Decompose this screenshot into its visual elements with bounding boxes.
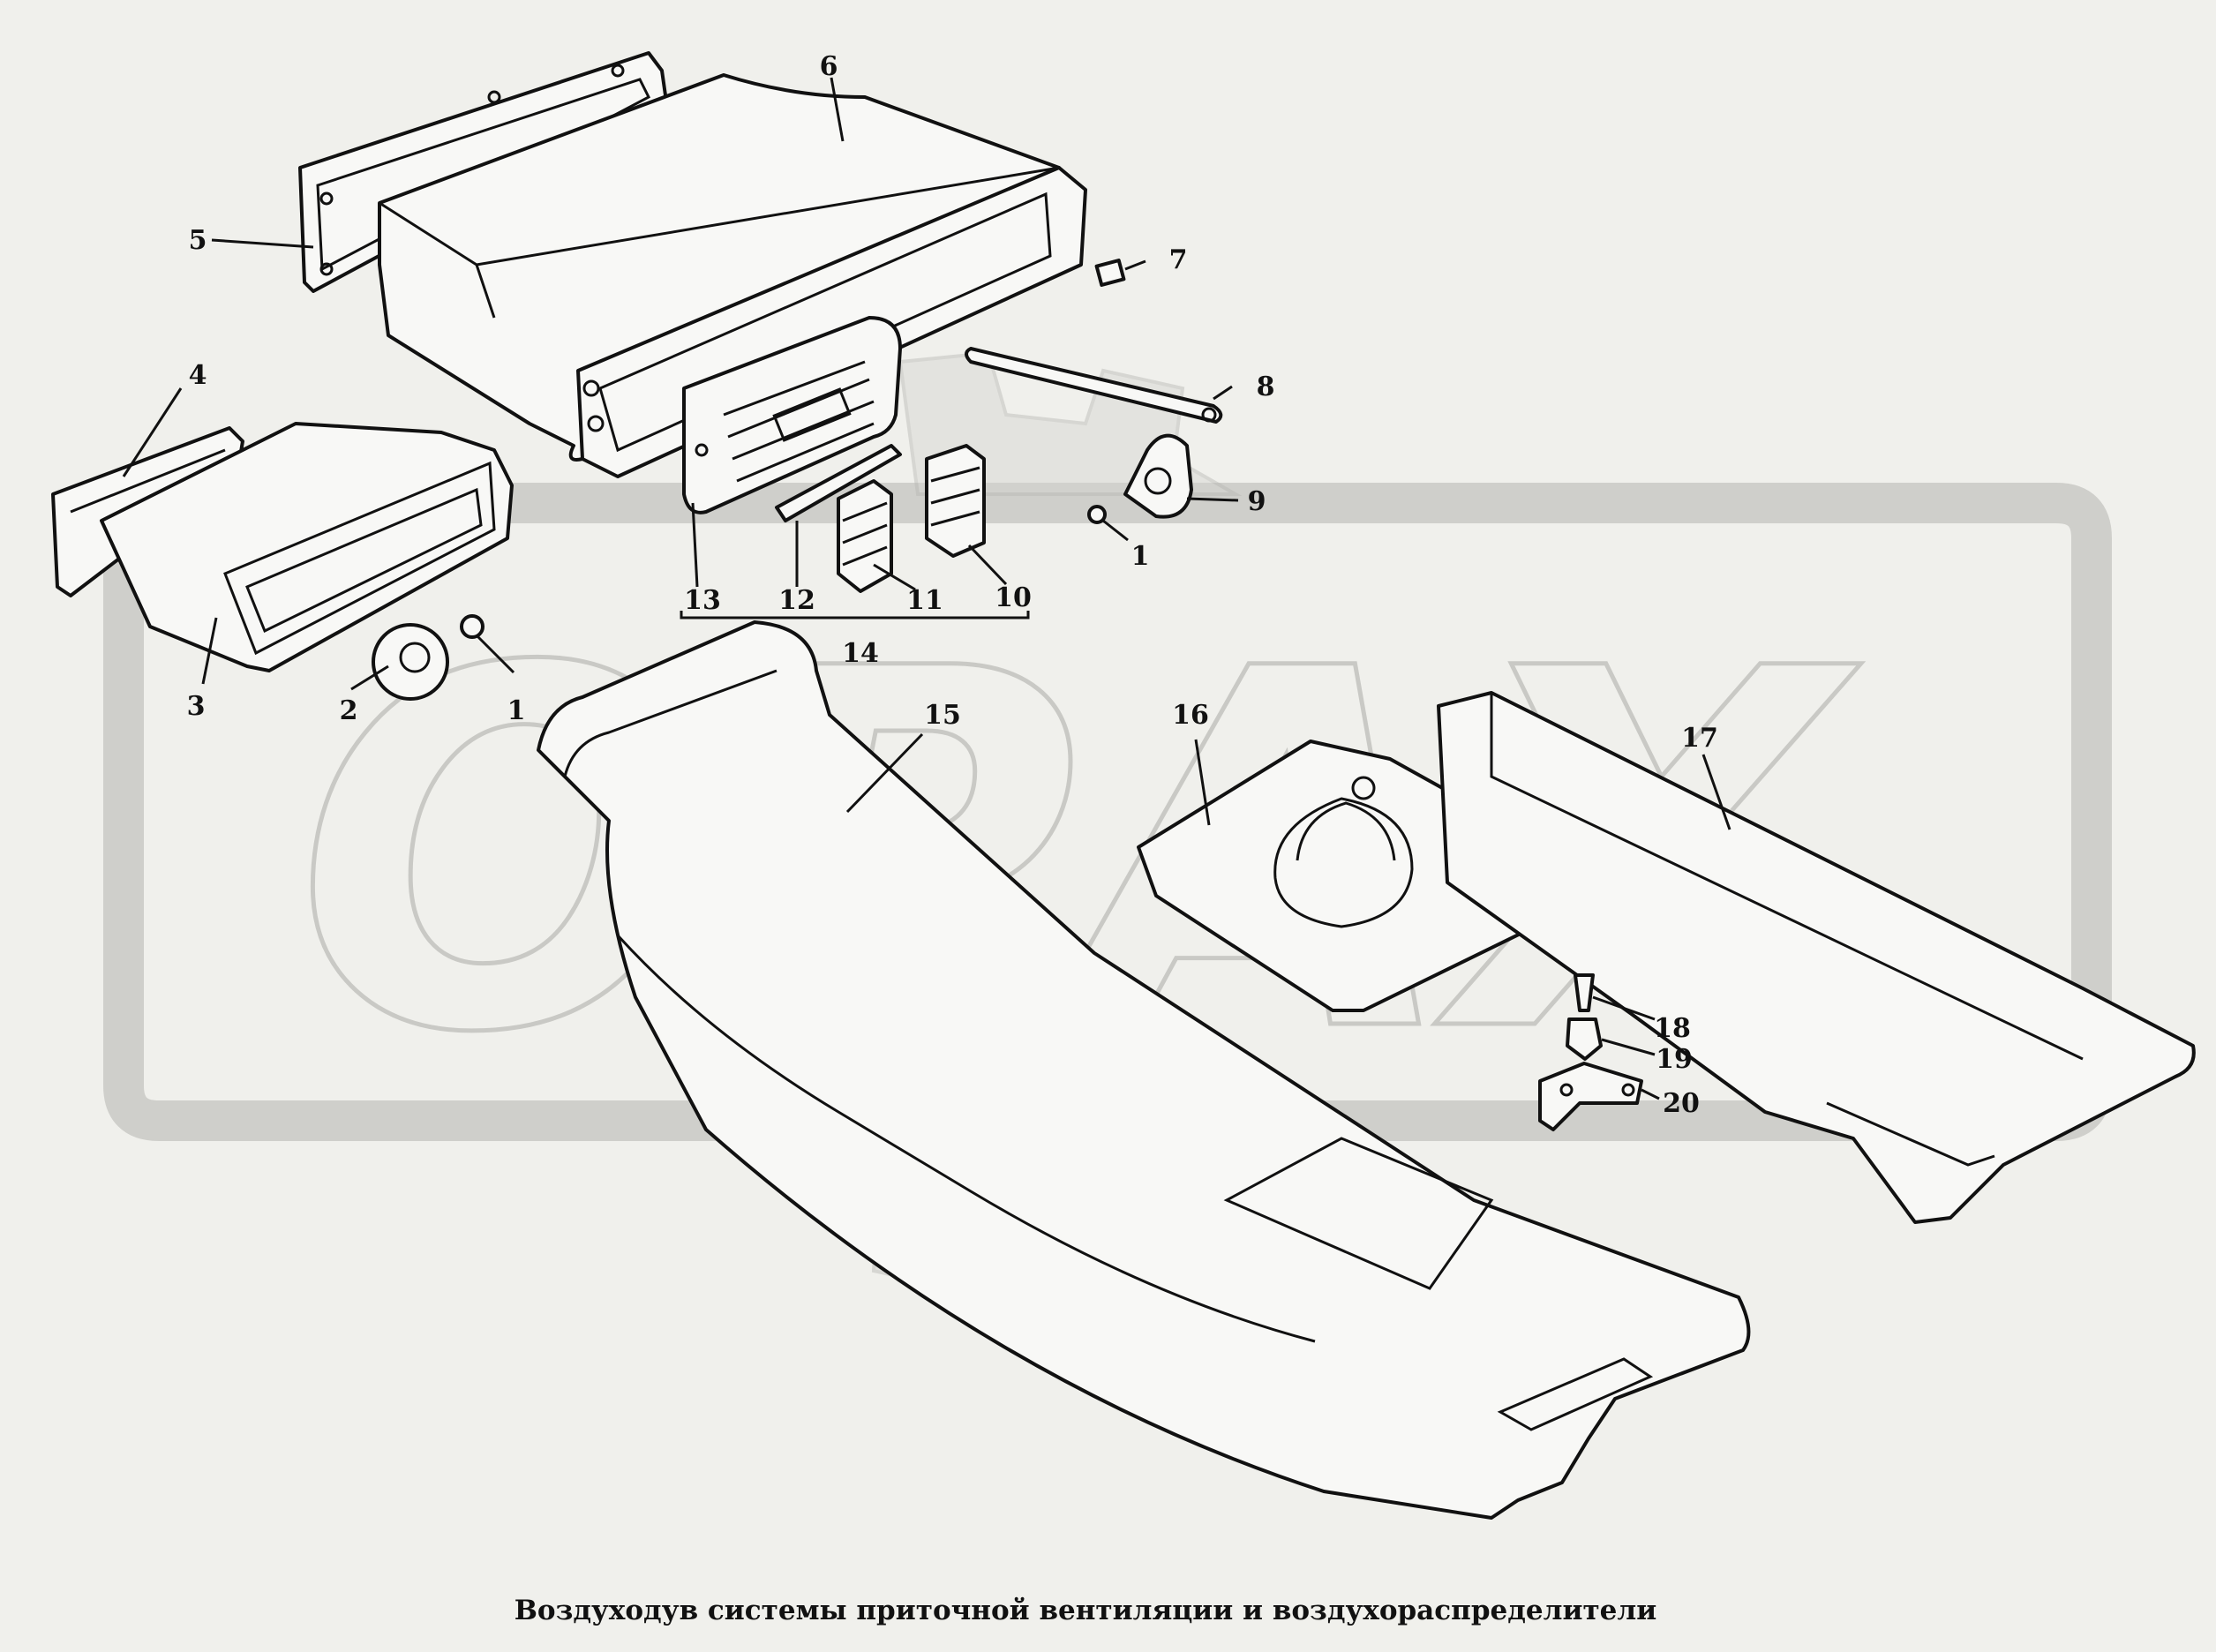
part-12-comb [775,444,902,522]
label-1-upper: 1 [1131,541,1150,572]
part-2-gear [372,623,449,701]
label-13: 13 [684,585,721,616]
part-17-tunnel [1437,691,2196,1224]
part-1-nut-upper [1087,505,1107,524]
label-6: 6 [820,51,838,82]
label-4: 4 [189,360,207,391]
label-18: 18 [1654,1013,1691,1044]
part-9-gear-sector [1123,433,1193,519]
part-11-clip [837,479,893,593]
label-16: 16 [1172,700,1209,731]
part-13-grille [682,316,902,514]
label-19: 19 [1656,1044,1693,1075]
part-7-clip [1094,259,1126,287]
label-20: 20 [1663,1088,1700,1119]
part-20-bracket [1538,1062,1643,1131]
leader-lines [122,77,1731,1100]
part-19-clip [1566,1017,1603,1061]
part-3-distributor [100,422,514,672]
label-9: 9 [1248,486,1266,517]
diagram-caption: Воздуходув системы приточной вентиляции … [515,1595,1657,1626]
part-18-screw [1574,973,1595,1012]
part-15-duct [537,620,1751,1520]
label-7: 7 [1169,244,1188,275]
label-3: 3 [187,691,206,722]
label-14: 14 [842,638,879,669]
label-15: 15 [924,700,961,731]
part-8-rod [965,347,1223,424]
label-1-lower: 1 [507,695,526,726]
callout-labels: 1 1 2 3 4 5 6 7 8 9 10 11 12 13 14 15 16… [187,51,1718,1119]
label-12: 12 [778,585,815,616]
label-11: 11 [906,585,943,616]
label-8: 8 [1257,372,1275,402]
label-10: 10 [995,582,1032,613]
label-17: 17 [1681,723,1718,754]
part-10-clip [925,444,986,558]
label-2: 2 [340,695,358,726]
part-1-nut-lower [460,614,485,639]
label-5: 5 [189,225,207,256]
